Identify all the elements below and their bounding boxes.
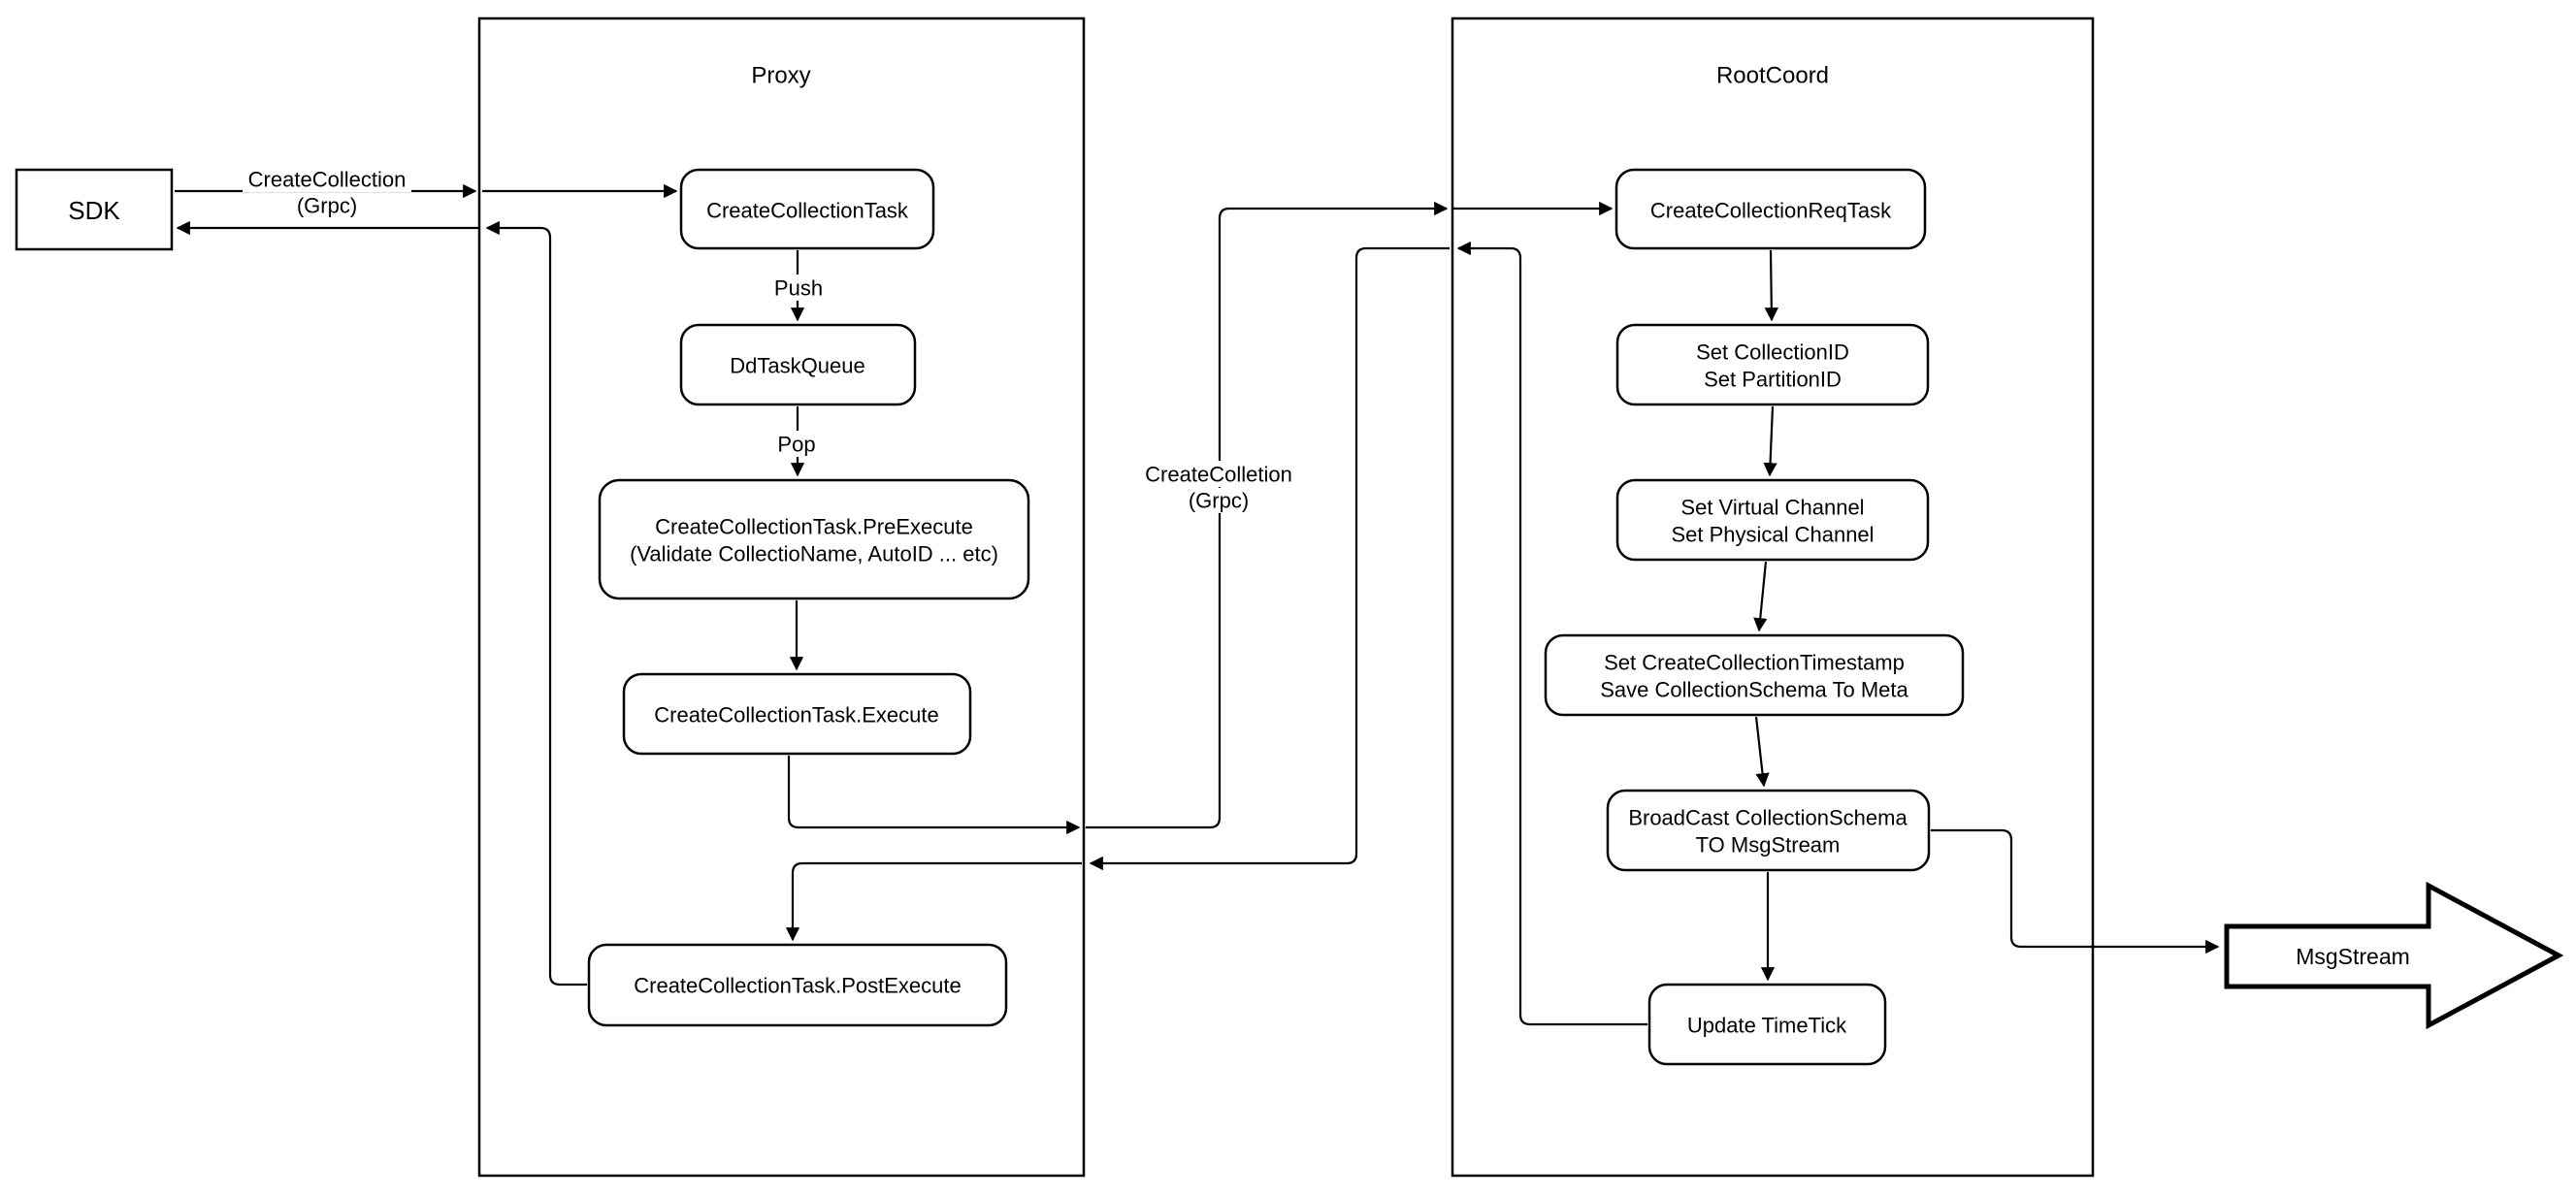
label-bg [770,275,827,301]
label-bg [1184,488,1254,513]
node-set-ids [1615,323,1930,406]
label-bg [772,431,821,457]
node-post-execute-label: CreateCollectionTask.PostExecute [634,974,962,998]
edge-settimestamp-to-broadcast [1754,716,1770,788]
node-set-channels-line1: Set Virtual Channel [1680,496,1864,520]
edge-label-pop: Pop [772,431,821,457]
edge-broadcast-to-msgstream [1931,828,2220,954]
node-update-timetick-label: Update TimeTick [1687,1014,1847,1038]
label-bg [243,166,411,192]
rootcoord-container [1451,16,2095,1178]
node-set-timestamp-line1: Set CreateCollectionTimestamp [1604,651,1905,675]
node-set-channels [1615,478,1930,562]
proxy-container [477,16,1086,1178]
edge-label-push-text: Push [774,276,823,301]
edge-execute-to-proxy-border [787,756,1081,835]
node-create-collection-req-task [1614,168,1927,250]
proxy-container-title: Proxy [751,63,810,89]
edge-return-to-proxy-border [1089,246,1450,871]
node-broadcast [1606,789,1931,872]
edge-grpc-call-to-rootcoord-border [1086,201,1449,829]
node-set-ids-line1: Set CollectionID [1696,340,1849,365]
node-create-collection-task [679,168,935,250]
node-set-timestamp-line2: Save CollectionSchema To Meta [1600,678,1908,702]
node-dd-task-queue-label: DdTaskQueue [730,354,864,378]
node-pre-execute-line1: CreateCollectionTask.PreExecute [655,515,973,539]
node-sdk-label: SDK [68,196,120,225]
edge-postexecute-to-proxy-border [485,220,587,987]
edge-setids-to-setchannels [1763,405,1777,477]
label-bg [293,193,363,218]
node-post-execute [587,943,1008,1027]
rootcoord-container-title: RootCoord [1716,63,1829,89]
edge-proxy-border-to-postexecute [785,861,1082,942]
node-execute [622,672,972,756]
edge-label-sdk-grpc: CreateCollection (Grpc) [243,166,411,218]
edge-setchannels-to-settimestamp [1753,561,1768,632]
node-pre-execute-line2: (Validate CollectioName, AutoID ... etc) [630,542,998,566]
node-set-channels-line2: Set Physical Channel [1671,523,1874,547]
edge-label-createcollection-grpc-line1: CreateCollection [248,168,407,192]
node-broadcast-line1: BroadCast CollectionSchema [1628,806,1908,830]
edge-reqtask-to-setids [1764,249,1778,322]
msgstream-label: MsgStream [2296,944,2410,969]
label-bg [1137,461,1300,487]
edge-label-push: Push [770,275,827,301]
edge-label-createcolletion-grpc-line2: (Grpc) [1189,489,1249,513]
edge-label-createcollection-grpc-line2: (Grpc) [297,194,357,218]
node-sdk [15,168,174,251]
edge-label-proxy-grpc: CreateColletion (Grpc) [1137,461,1300,513]
node-broadcast-line2: TO MsgStream [1696,833,1841,857]
node-create-collection-req-task-label: CreateCollectionReqTask [1650,199,1892,223]
node-pre-execute [598,478,1030,600]
edge-updatetimetick-to-rootcoord-border [1456,241,1647,1026]
node-update-timetick [1647,983,1887,1066]
node-create-collection-task-label: CreateCollectionTask [706,199,909,223]
node-set-timestamp [1544,633,1965,717]
msgstream-arrow [2224,881,2564,1030]
edge-label-pop-text: Pop [777,433,815,457]
edge-label-createcolletion-grpc-line1: CreateColletion [1145,463,1292,487]
node-set-ids-line2: Set PartitionID [1704,368,1842,392]
node-execute-label: CreateCollectionTask.Execute [654,703,938,728]
node-dd-task-queue [679,323,917,406]
